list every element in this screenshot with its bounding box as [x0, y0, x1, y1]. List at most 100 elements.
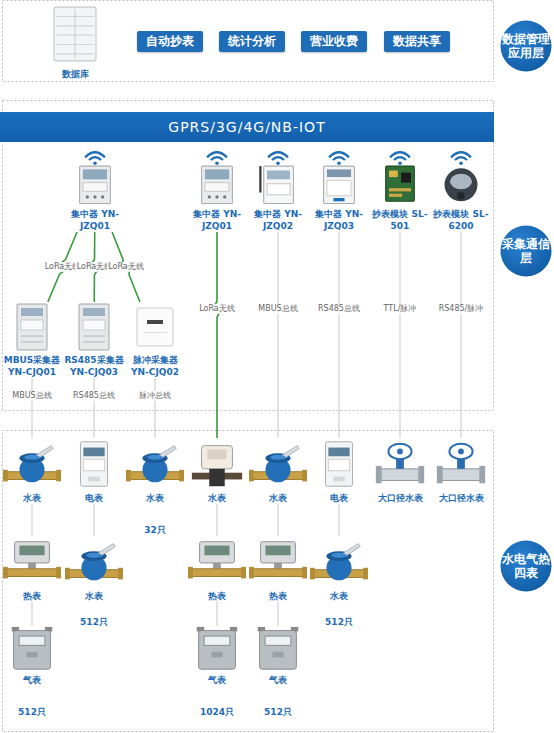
layer-badge: 采集通信层	[500, 225, 552, 277]
meter-node: 大口径水表	[432, 438, 490, 504]
icon-part	[24, 455, 39, 460]
button-text: 营业收费	[310, 33, 358, 50]
layer-frame	[3, 101, 494, 411]
meter-node: 水表	[3, 438, 61, 504]
bus-line	[94, 378, 95, 438]
device-label: 水表	[126, 492, 184, 504]
icon-part	[213, 563, 221, 569]
icon-part	[267, 184, 290, 195]
icon-part	[249, 567, 254, 579]
collector-node: 脉冲采集器 YN-CJQ02	[125, 302, 185, 378]
button-text: 自动抄表	[146, 33, 194, 50]
bus-line	[461, 232, 462, 438]
concentrator-node: 集中器 YN-JZQ01	[184, 146, 250, 232]
function-button: 统计分析	[219, 31, 285, 52]
icon-part	[137, 308, 173, 346]
icon-part	[310, 568, 315, 580]
icon-part	[259, 166, 261, 192]
icon-part	[202, 446, 233, 469]
database-icon	[40, 4, 110, 64]
concentrator-node: 集中器 YN-JZQ01	[62, 146, 128, 232]
device-label: 集中器 YN-JZQ01	[184, 208, 250, 232]
badge-text: 数据管理应用层	[502, 32, 550, 60]
meter-icon	[310, 536, 368, 588]
meter-node: 水表	[310, 536, 368, 602]
meter-icon	[126, 438, 184, 490]
icon-part	[437, 466, 443, 483]
meter-icon	[65, 438, 123, 490]
icon-part	[202, 166, 233, 203]
icon-part	[272, 157, 284, 160]
meter-icon	[249, 626, 307, 672]
meter-node: 热表	[188, 536, 246, 602]
icon-part	[337, 162, 341, 166]
device-label: 热表	[188, 590, 246, 602]
icon-part	[74, 10, 75, 59]
icon-part	[101, 195, 104, 198]
meter-node: 热表	[3, 536, 61, 602]
icon-part	[3, 470, 8, 482]
edge-label: MBUS总线	[11, 391, 52, 401]
meter-icon	[249, 536, 307, 588]
icon-part	[188, 567, 193, 579]
bus-line	[278, 232, 279, 438]
icon-part	[397, 449, 403, 455]
bus-line	[339, 504, 340, 536]
reader-module-node: 抄表模块 SL-501	[367, 146, 433, 232]
button-text: 数据共享	[393, 33, 441, 50]
badge-circle	[501, 226, 552, 277]
collector-node: MBUS采集器 YN-CJQ01	[2, 302, 62, 378]
edge-label: MBUS总线	[257, 304, 298, 314]
wireless-link	[213, 232, 221, 438]
icon-part	[458, 449, 464, 455]
collector-icon	[64, 302, 124, 352]
icon-part	[272, 652, 283, 658]
icon-part	[80, 166, 111, 203]
icon-part	[445, 168, 478, 201]
icon-part	[83, 308, 105, 316]
edge-label: LoRa无线	[107, 262, 145, 272]
icon-part	[261, 542, 296, 563]
device-label: 集中器 YN-JZQ03	[306, 208, 372, 232]
icon-part	[389, 171, 398, 178]
device-label: 抄表模块 SL-6200	[428, 208, 494, 232]
function-button: 自动抄表	[137, 31, 203, 52]
icon-part	[14, 631, 51, 670]
icon-part	[3, 567, 8, 579]
icon-part	[204, 636, 230, 645]
device-label: 抄表模块 SL-501	[367, 208, 433, 232]
meter-node: 电表	[65, 438, 123, 504]
device-label: 热表	[249, 590, 307, 602]
icon-part	[327, 169, 351, 177]
meter-node: 水表	[126, 438, 184, 504]
meter-icon	[3, 438, 61, 490]
device-label: 水表	[249, 492, 307, 504]
icon-part	[388, 444, 411, 459]
icon-part	[327, 180, 351, 195]
icon-part	[200, 542, 235, 563]
reader-module-node: 抄表模块 SL-6200	[428, 146, 494, 232]
bus-line	[278, 504, 279, 536]
meter-icon	[188, 626, 246, 672]
icon-part	[398, 162, 402, 166]
icon-part	[26, 652, 37, 658]
icon-part	[83, 320, 105, 330]
icon-part	[118, 568, 123, 580]
icon-part	[205, 183, 229, 192]
collector-icon	[2, 302, 62, 352]
icon-part	[333, 157, 345, 160]
icon-part	[126, 470, 131, 482]
icon-part	[418, 466, 424, 483]
badge-circle	[501, 541, 552, 592]
icon-part	[204, 546, 229, 556]
count-label: 1024只	[200, 706, 234, 719]
meter-icon	[3, 626, 61, 672]
icon-part	[211, 157, 223, 160]
layer-frame	[3, 431, 494, 732]
collector-icon	[125, 302, 185, 352]
meter-icon	[310, 438, 368, 490]
icon-part	[179, 470, 184, 482]
database-node: 数据库	[40, 4, 110, 80]
layer-badge: 数据管理应用层	[500, 20, 552, 72]
